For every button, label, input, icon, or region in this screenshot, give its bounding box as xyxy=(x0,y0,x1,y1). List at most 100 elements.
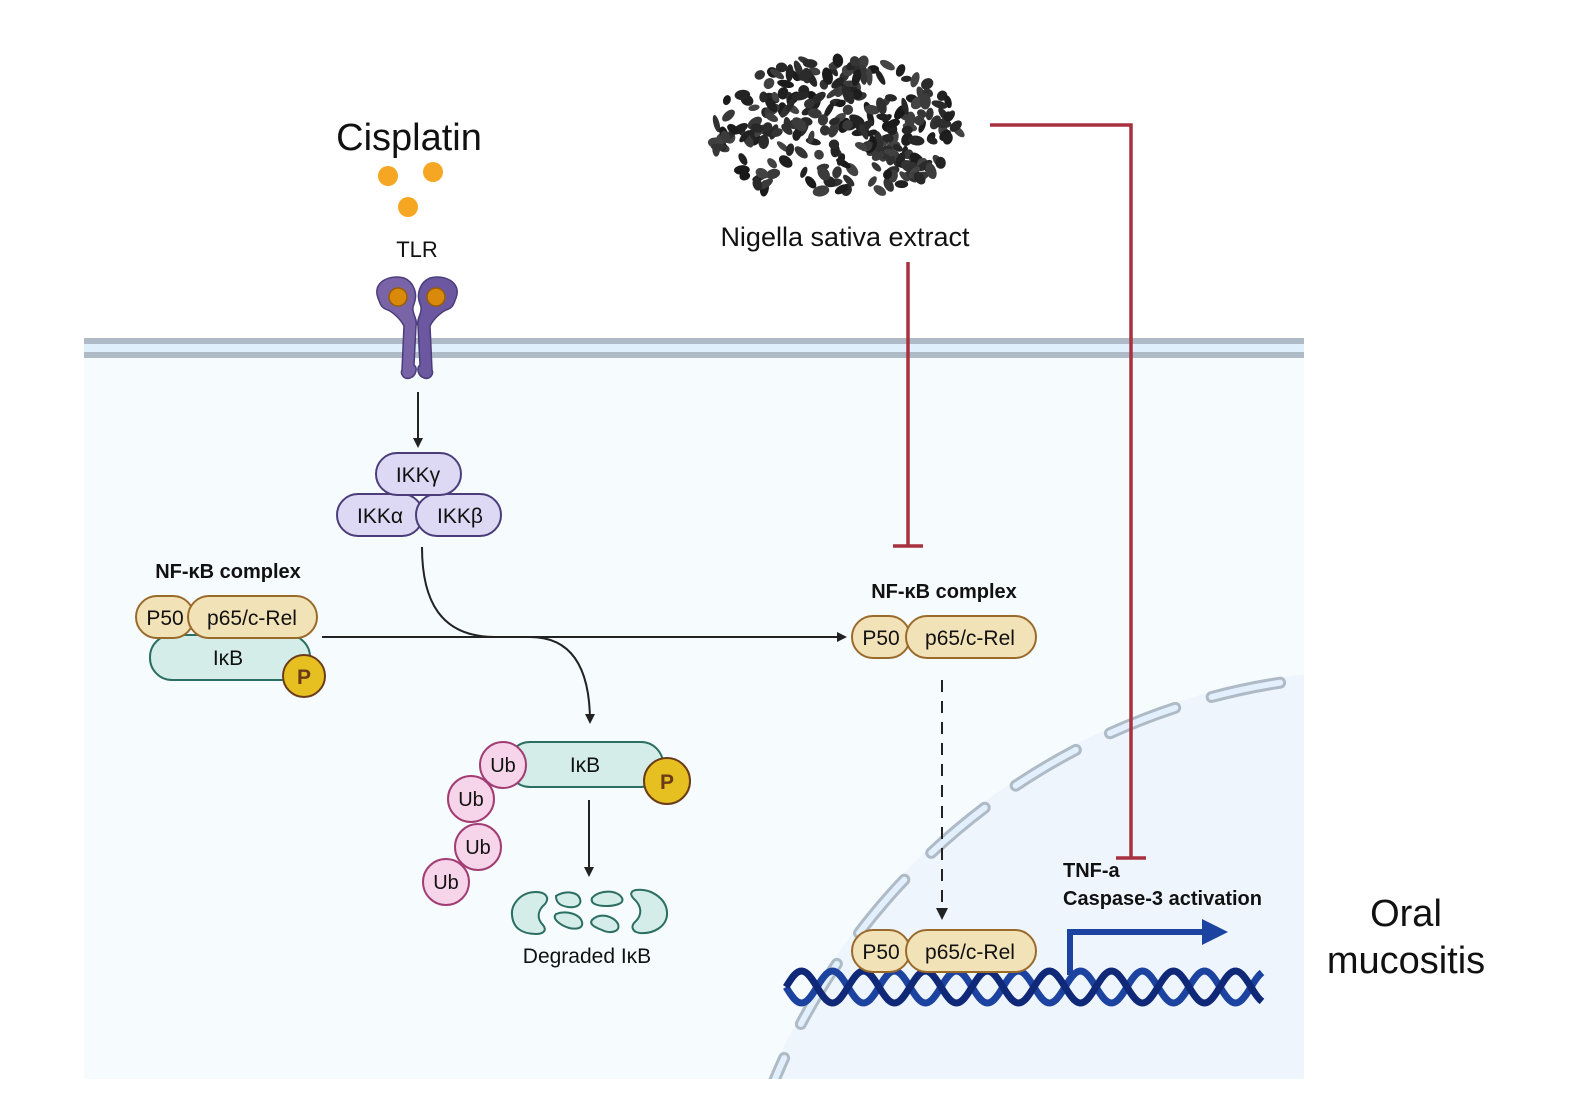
seed xyxy=(792,128,802,141)
seed xyxy=(835,99,846,108)
seed xyxy=(785,143,795,157)
seed xyxy=(759,178,773,190)
p50-label: P50 xyxy=(862,627,899,650)
seed xyxy=(770,68,785,80)
cisplatin-label: Cisplatin xyxy=(336,117,482,159)
seed xyxy=(859,67,868,85)
nigella-sativa-seeds-image xyxy=(707,53,965,197)
seed xyxy=(767,158,778,169)
seed xyxy=(762,122,773,133)
cisplatin-molecule xyxy=(423,162,443,182)
ikk-gamma xyxy=(375,452,462,496)
seed xyxy=(802,59,818,68)
seed xyxy=(812,185,830,197)
ikk-beta xyxy=(415,493,502,537)
seed xyxy=(907,135,925,146)
seed xyxy=(764,97,778,113)
seed xyxy=(814,149,824,160)
seed xyxy=(811,91,826,104)
seed xyxy=(738,153,748,166)
seed xyxy=(879,59,895,71)
seed xyxy=(778,155,793,168)
seed xyxy=(876,97,887,115)
seed xyxy=(791,91,810,101)
transcription-start-arrow xyxy=(1067,919,1228,975)
seed xyxy=(841,82,852,101)
cisplatin-molecule xyxy=(398,197,418,217)
gene-target-caspase3: Caspase-3 activation xyxy=(1063,888,1262,910)
p65-label: p65/c-Rel xyxy=(925,627,1015,650)
seed xyxy=(759,91,768,103)
seed xyxy=(823,102,835,118)
degraded-ikb-fragments-icon xyxy=(510,888,669,936)
p65-label: p65/c-Rel xyxy=(925,941,1015,964)
seed xyxy=(800,166,808,178)
seed xyxy=(876,113,891,121)
nfkb-complex-title-right: NF-κB complex xyxy=(871,581,1017,603)
ubiquitin-label: Ub xyxy=(458,789,484,811)
seed xyxy=(855,142,867,151)
ikb-label: IκB xyxy=(570,754,600,777)
seed xyxy=(828,139,840,150)
seed xyxy=(777,79,794,89)
seed xyxy=(842,104,854,116)
seed xyxy=(771,91,780,103)
seed xyxy=(763,77,775,90)
ikb-label: IκB xyxy=(213,647,243,670)
nuclear-nfkb-complex: P50 p65/c-Rel xyxy=(851,929,1037,973)
seed xyxy=(786,98,795,112)
seed xyxy=(842,119,853,131)
seed xyxy=(776,141,789,152)
seed xyxy=(819,125,830,136)
seed xyxy=(748,104,760,112)
seed xyxy=(921,78,934,90)
seed xyxy=(875,69,886,85)
seed xyxy=(720,130,731,143)
ikk-beta-label: IKKβ xyxy=(437,505,483,528)
seed xyxy=(849,56,860,67)
seed xyxy=(919,93,931,110)
seed xyxy=(758,134,770,149)
seed xyxy=(942,132,953,145)
seed xyxy=(803,98,815,109)
ubiquitin xyxy=(422,858,470,906)
seed xyxy=(727,123,738,134)
seed xyxy=(739,130,751,143)
tlr-label: TLR xyxy=(396,237,438,262)
ikk-complex: IKKγ IKKα IKKβ xyxy=(336,452,502,537)
seed xyxy=(865,68,873,86)
seed xyxy=(949,120,962,132)
seed xyxy=(925,107,934,121)
seed xyxy=(817,166,830,181)
seed xyxy=(871,162,882,172)
seed xyxy=(918,119,926,133)
p50-label: P50 xyxy=(146,607,183,630)
seed xyxy=(807,130,815,144)
seed xyxy=(765,112,779,122)
seed xyxy=(712,114,721,133)
seed xyxy=(851,69,862,86)
seed xyxy=(805,176,817,189)
seed xyxy=(883,169,892,180)
seed xyxy=(859,124,869,140)
cisplatin-molecule xyxy=(378,166,398,186)
phosphorylation-arrow xyxy=(421,546,595,724)
p50-label: P50 xyxy=(862,941,899,964)
degraded-ikb-label: Degraded IκB xyxy=(523,945,651,968)
seed xyxy=(755,167,769,179)
phosphate-group xyxy=(643,757,691,805)
ubiquitin-label: Ub xyxy=(490,755,516,777)
seed xyxy=(927,136,938,145)
seed xyxy=(832,53,844,68)
ikk-alpha-label: IKKα xyxy=(357,505,403,528)
seed xyxy=(849,114,865,125)
seed xyxy=(754,70,766,80)
seed xyxy=(752,177,763,191)
seed xyxy=(771,128,783,137)
seed xyxy=(887,118,900,128)
seed xyxy=(913,171,926,185)
cell xyxy=(84,338,1304,1079)
seed xyxy=(826,87,840,99)
p65-subunit xyxy=(905,929,1037,973)
seed xyxy=(832,166,842,179)
